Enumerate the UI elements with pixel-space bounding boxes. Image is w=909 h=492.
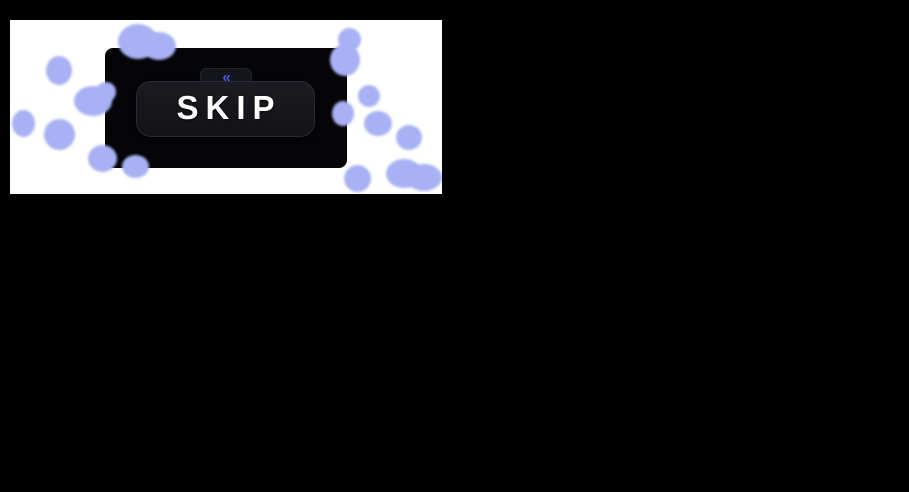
- paint-blob: [358, 85, 380, 107]
- skip-overlay-panel: « SKIP: [105, 48, 347, 168]
- paint-blob: [96, 82, 116, 102]
- paint-blob: [396, 125, 422, 150]
- skip-button-label: SKIP: [176, 89, 282, 126]
- paint-blob: [332, 101, 354, 126]
- paint-blob: [46, 56, 72, 85]
- paint-blob: [338, 28, 361, 51]
- paint-blob: [12, 110, 35, 137]
- paint-blob: [44, 119, 75, 150]
- paint-blob: [344, 165, 371, 192]
- paint-blob: [122, 155, 149, 178]
- paint-blob: [142, 32, 176, 60]
- skip-button[interactable]: SKIP: [136, 81, 315, 137]
- paint-blob: [364, 111, 392, 136]
- game-viewport: « SKIP: [10, 20, 442, 194]
- double-left-chevron-icon: «: [222, 69, 230, 86]
- paint-blob: [88, 145, 117, 172]
- paint-blob: [406, 164, 442, 191]
